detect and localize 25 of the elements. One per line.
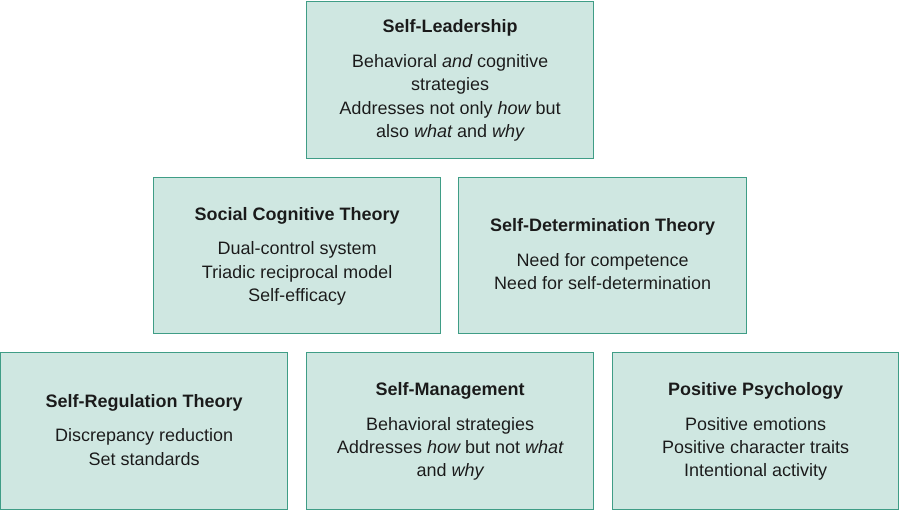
concept-box xyxy=(153,177,441,334)
box-heading: Self-Regulation Theory xyxy=(45,390,242,412)
box-text: Self-efficacy xyxy=(248,284,346,307)
concept-box xyxy=(0,352,288,510)
box-text: Addresses how but not what and why xyxy=(336,436,565,482)
box-text: Need for competence xyxy=(516,248,689,272)
box-text: Behavioral strategies xyxy=(366,412,534,436)
box-text: Need for self-determination xyxy=(494,272,712,296)
box-heading: Self-Leadership xyxy=(382,16,518,38)
box-text: Triadic reciprocal model xyxy=(202,260,392,284)
box-text: Positive emotions xyxy=(684,412,826,436)
concept-box xyxy=(612,352,899,510)
concept-box xyxy=(458,177,747,334)
concept-box xyxy=(306,352,594,510)
box-text: Intentional activity xyxy=(684,459,828,482)
box-text: Discrepancy reduction xyxy=(54,424,234,448)
box-text: Set standards xyxy=(88,448,200,471)
box-heading: Self-Management xyxy=(375,379,525,401)
box-heading: Positive Psychology xyxy=(668,379,844,401)
box-heading: Social Cognitive Theory xyxy=(194,204,400,226)
box-text: Dual-control system xyxy=(217,237,377,260)
box-text: Positive character traits xyxy=(662,436,850,460)
box-heading: Self-Determination Theory xyxy=(490,215,716,237)
box-text: Addresses not only how but also what and why xyxy=(338,96,562,144)
concept-box xyxy=(306,1,594,159)
